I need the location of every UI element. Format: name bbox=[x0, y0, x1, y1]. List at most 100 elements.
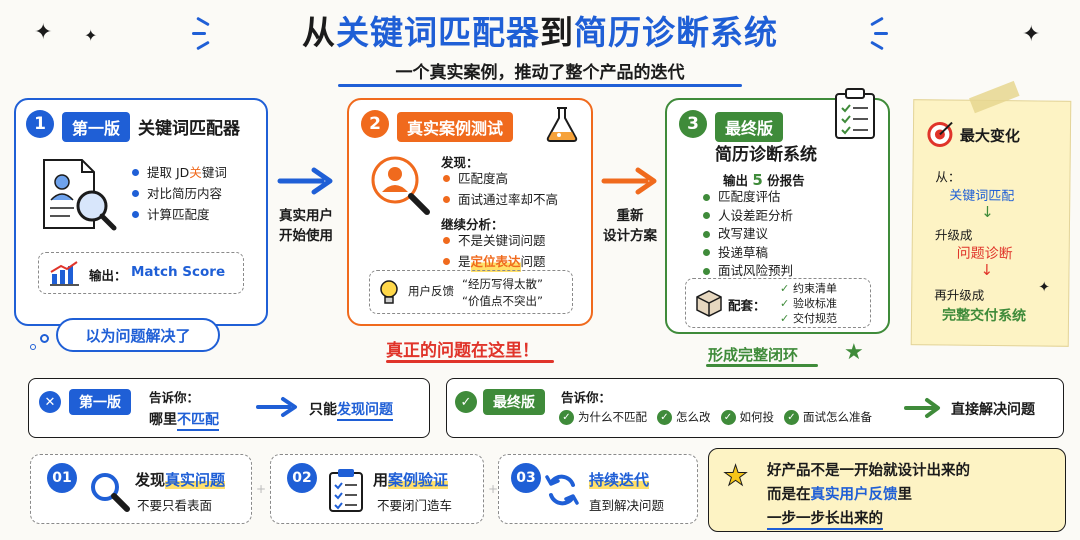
feedback-label: 用户反馈 bbox=[408, 284, 454, 298]
stage3-caption: 形成完整闭环 bbox=[708, 346, 799, 364]
conclusion-line3: 一步一步长出来的 bbox=[767, 507, 883, 530]
bubble-dot bbox=[40, 334, 49, 343]
list-item: ✓ 交付规范 bbox=[780, 312, 838, 325]
thought-bubble-text: 以为问题解决了 bbox=[85, 326, 191, 345]
compare-result: 直接解决问题 bbox=[951, 402, 1035, 418]
arrow2-label: 重新设计方案 bbox=[603, 208, 657, 244]
accent-dash bbox=[874, 32, 888, 35]
tape bbox=[969, 80, 1020, 114]
lesson-title: 持续迭代 bbox=[589, 471, 650, 489]
kit-label: 配套： bbox=[728, 298, 766, 313]
separator-plus: + bbox=[256, 482, 267, 496]
title-part: 到 bbox=[540, 13, 574, 52]
magnifier-icon bbox=[91, 473, 130, 512]
close-icon: ✕ bbox=[39, 391, 61, 413]
stage2-caption: 真正的问题在这里！ bbox=[386, 341, 539, 361]
list-item: 人设差距分析 bbox=[703, 207, 793, 226]
person-search-icon bbox=[371, 156, 430, 215]
check-icon: ✓ bbox=[455, 391, 477, 413]
lesson-sub: 直到解决问题 bbox=[589, 498, 665, 513]
stage1-feature-list: 提取 JD 关键词 对比简历内容 计算匹配度 bbox=[132, 162, 227, 225]
lesson-sub: 不要闭门造车 bbox=[377, 498, 453, 513]
list-item: ✓ 约束清单 bbox=[780, 282, 838, 295]
star-icon: ★ bbox=[844, 340, 864, 365]
stage1-panel: 1 第一版 关键词匹配器 提取 JD 关键词 对比简历内容 计算匹配度 输出： … bbox=[14, 98, 268, 326]
check-icon: ✓ bbox=[720, 409, 736, 425]
accent-dash bbox=[192, 32, 206, 35]
compare-v1-box: ✕ 第一版 告诉你： 哪里不匹配 只能发现问题 bbox=[28, 378, 430, 438]
arrow-down-icon: ↓ bbox=[981, 202, 994, 222]
target-icon bbox=[927, 121, 953, 147]
stage-number: 3 bbox=[679, 110, 707, 138]
thought-bubble: 以为问题解决了 bbox=[56, 318, 220, 352]
list-item: 改写建议 bbox=[703, 225, 793, 244]
sparkle-icon: ✦ bbox=[34, 20, 53, 45]
stage2-panel: 2 真实案例测试 发现： 匹配度高 面试通过率却不高 继续分析： 不是关键词问题… bbox=[347, 98, 593, 326]
conclusion-box: ★ 好产品不是一开始就设计出来的 而是在真实用户反馈里 一步一步长出来的 bbox=[708, 448, 1066, 532]
lightbulb-icon bbox=[380, 280, 398, 304]
kit-box: 配套： ✓ 约束清单 ✓ 验收标准 ✓ 交付规范 bbox=[685, 278, 871, 328]
stage-title: 简历诊断系统 bbox=[715, 145, 817, 165]
list-item: 投递草稿 bbox=[703, 244, 793, 263]
biggest-change-note: 最大变化 从： 关键词匹配 ↓ 升级成 问题诊断 ↓ 再升级成 完整交付系统 ✦ bbox=[910, 80, 1072, 347]
clipboard-checklist-icon bbox=[835, 88, 875, 139]
change-from-label: 从： bbox=[935, 169, 961, 185]
feedback-quote: “经历写得太散” bbox=[462, 277, 543, 291]
list-item: 面试通过率却不高 bbox=[443, 189, 558, 210]
lesson-card: 02 用案例验证 不要闭门造车 bbox=[270, 454, 484, 524]
stage-number: 1 bbox=[26, 110, 54, 138]
stage-tag: 真实案例测试 bbox=[397, 112, 514, 142]
title-highlight: 关键词匹配器 bbox=[336, 13, 540, 52]
stage3-panel: 3 最终版 简历诊断系统 输出 5 份报告 匹配度评估 人设差距分析 改写建议 … bbox=[665, 98, 890, 334]
arrow-down-icon: ↓ bbox=[980, 260, 994, 280]
lesson-card: 01 发现真实问题 不要只看表面 bbox=[30, 454, 252, 524]
package-box-icon bbox=[696, 290, 722, 317]
lesson-title: 用案例验证 bbox=[373, 471, 449, 489]
lesson-title: 发现真实问题 bbox=[135, 471, 226, 489]
output-line: 输出 5 份报告 bbox=[723, 171, 805, 189]
check-icon: ✓ bbox=[559, 409, 574, 425]
arrow-right-icon bbox=[601, 167, 657, 195]
list-item: 匹配度高 bbox=[443, 168, 558, 189]
conclusion-line1: 好产品不是一开始就设计出来的 bbox=[767, 463, 970, 479]
sparkle-icon: ✦ bbox=[1022, 22, 1041, 47]
output-label: 输出： bbox=[89, 268, 127, 283]
compare-final-box: ✓ 最终版 告诉你： ✓为什么不匹配 ✓怎么改 ✓如何投 ✓面试怎么准备 直接解… bbox=[446, 378, 1064, 438]
found-label: 发现： bbox=[441, 155, 479, 170]
report-list: 匹配度评估 人设差距分析 改写建议 投递草稿 面试风险预判 bbox=[703, 188, 793, 281]
lesson-card: 03 持续迭代 直到解决问题 bbox=[498, 454, 698, 524]
stage-title: 关键词匹配器 bbox=[138, 119, 240, 139]
list-item: 匹配度评估 bbox=[703, 188, 793, 207]
list-item: 是定位表达问题 bbox=[443, 251, 546, 272]
analysis-list: 不是关键词问题 是定位表达问题 bbox=[443, 230, 546, 272]
page-subtitle: 一个真实案例，推动了整个产品的迭代 bbox=[395, 63, 685, 83]
analysis-label: 继续分析： bbox=[441, 217, 504, 232]
page-title: 从关键词匹配器到简历诊断系统 bbox=[0, 6, 1080, 54]
lesson-sub: 不要只看表面 bbox=[137, 498, 213, 513]
check-icon: ✓ bbox=[784, 409, 799, 425]
arrow-right-icon bbox=[904, 398, 940, 418]
title-highlight: 简历诊断系统 bbox=[574, 13, 778, 52]
lesson-number: 02 bbox=[287, 463, 317, 493]
list-item: 对比简历内容 bbox=[132, 183, 227, 204]
bubble-dot bbox=[30, 344, 36, 350]
stage-number: 2 bbox=[361, 110, 389, 138]
compare-tells: 告诉你： bbox=[561, 390, 612, 405]
stage-tag: 最终版 bbox=[715, 112, 784, 142]
output-box: 输出： Match Score bbox=[38, 252, 244, 294]
check-icon: ✓ bbox=[657, 409, 672, 425]
bar-chart-icon bbox=[50, 261, 79, 286]
arrow-right-icon bbox=[256, 397, 297, 417]
list-item: 不是关键词问题 bbox=[443, 230, 546, 251]
change-from-value: 关键词匹配 bbox=[949, 188, 1015, 205]
list-item: 面试风险预判 bbox=[703, 262, 793, 281]
caption-underline bbox=[386, 360, 554, 363]
flask-icon bbox=[546, 107, 578, 142]
title-part: 从 bbox=[302, 13, 336, 52]
sparkle-icon: ✦ bbox=[1038, 279, 1051, 296]
caption-underline bbox=[706, 364, 818, 367]
compare-tag: 最终版 bbox=[483, 389, 545, 415]
change-up2-label: 再升级成 bbox=[934, 287, 985, 303]
subtitle-underline bbox=[338, 84, 742, 87]
list-item: 计算匹配度 bbox=[132, 204, 227, 225]
